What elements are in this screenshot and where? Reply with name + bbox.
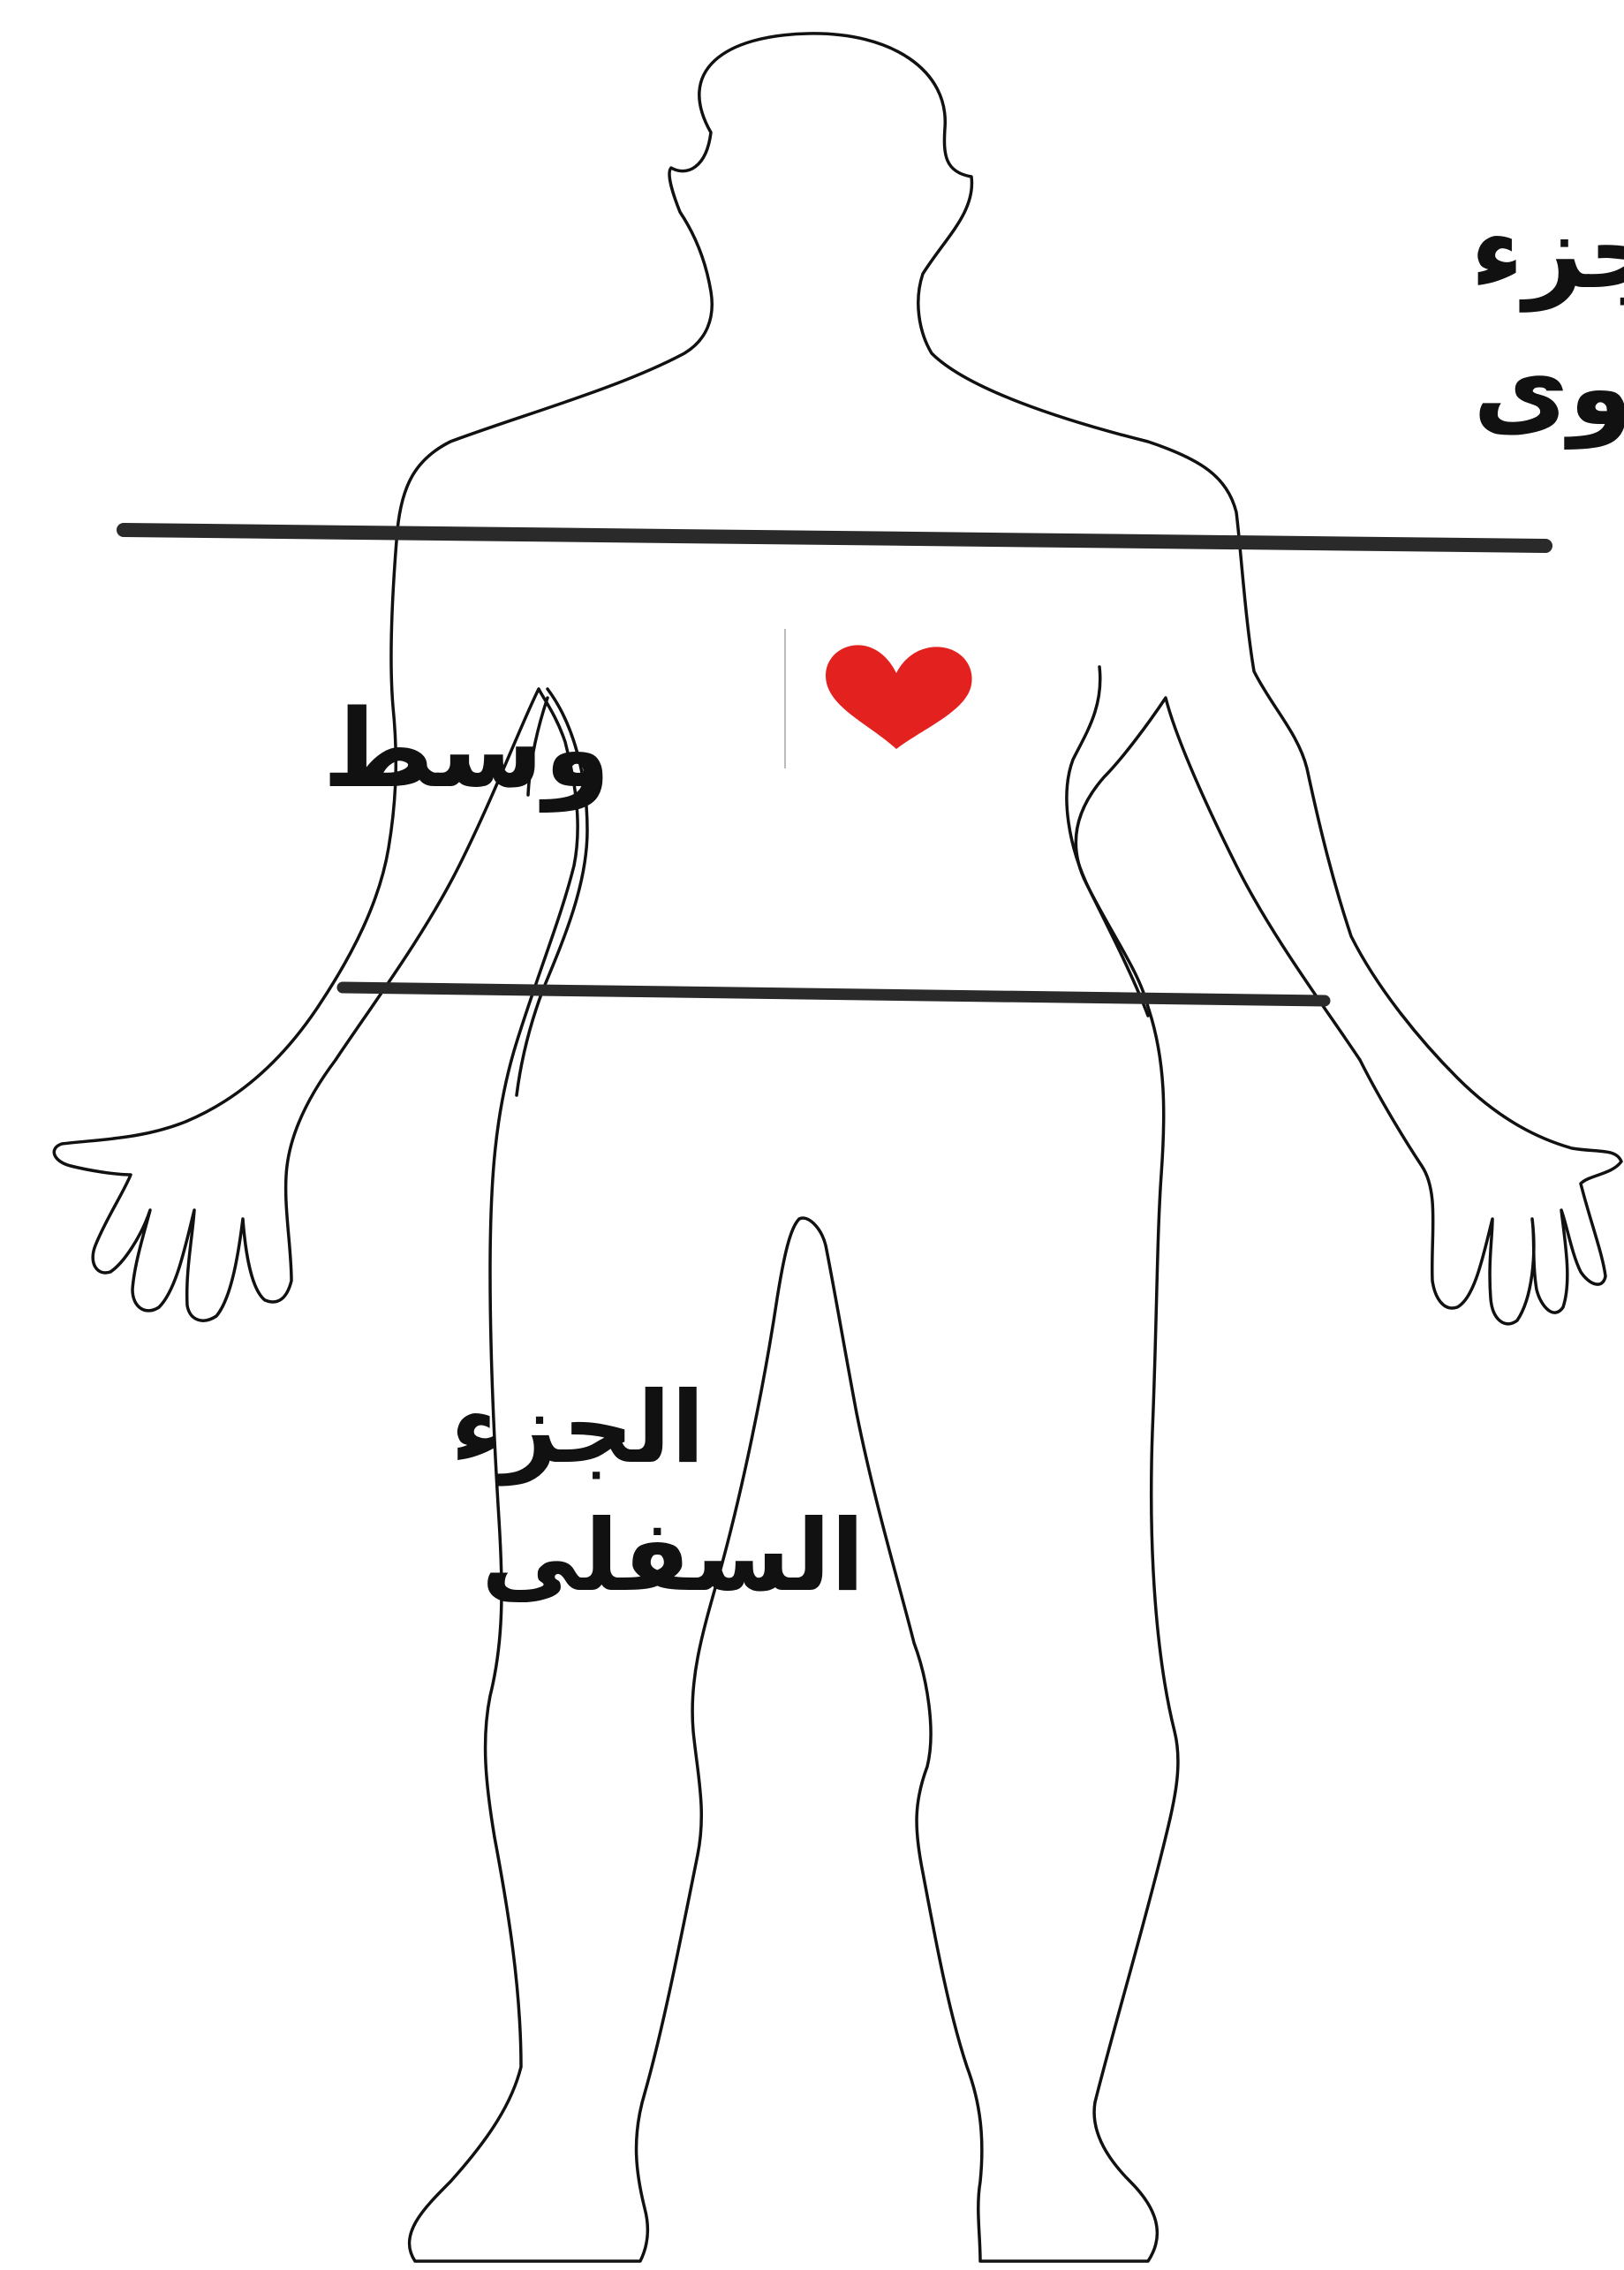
- lower-region-label-line2: السفلى: [481, 1499, 865, 1614]
- lower-divider-line: [343, 987, 1325, 1001]
- right-inner-arm-contour: [1067, 667, 1148, 1016]
- heart-icon: [826, 645, 972, 749]
- body-outline: [54, 34, 1621, 2261]
- upper-divider-line: [124, 530, 1545, 546]
- upper-region-label-line2: العلوى: [1473, 327, 1624, 450]
- middle-region-label: وسط: [322, 686, 610, 813]
- upper-region-label-line1: الجزء: [1470, 190, 1624, 313]
- lower-region-label-line1: الجزء: [450, 1371, 705, 1486]
